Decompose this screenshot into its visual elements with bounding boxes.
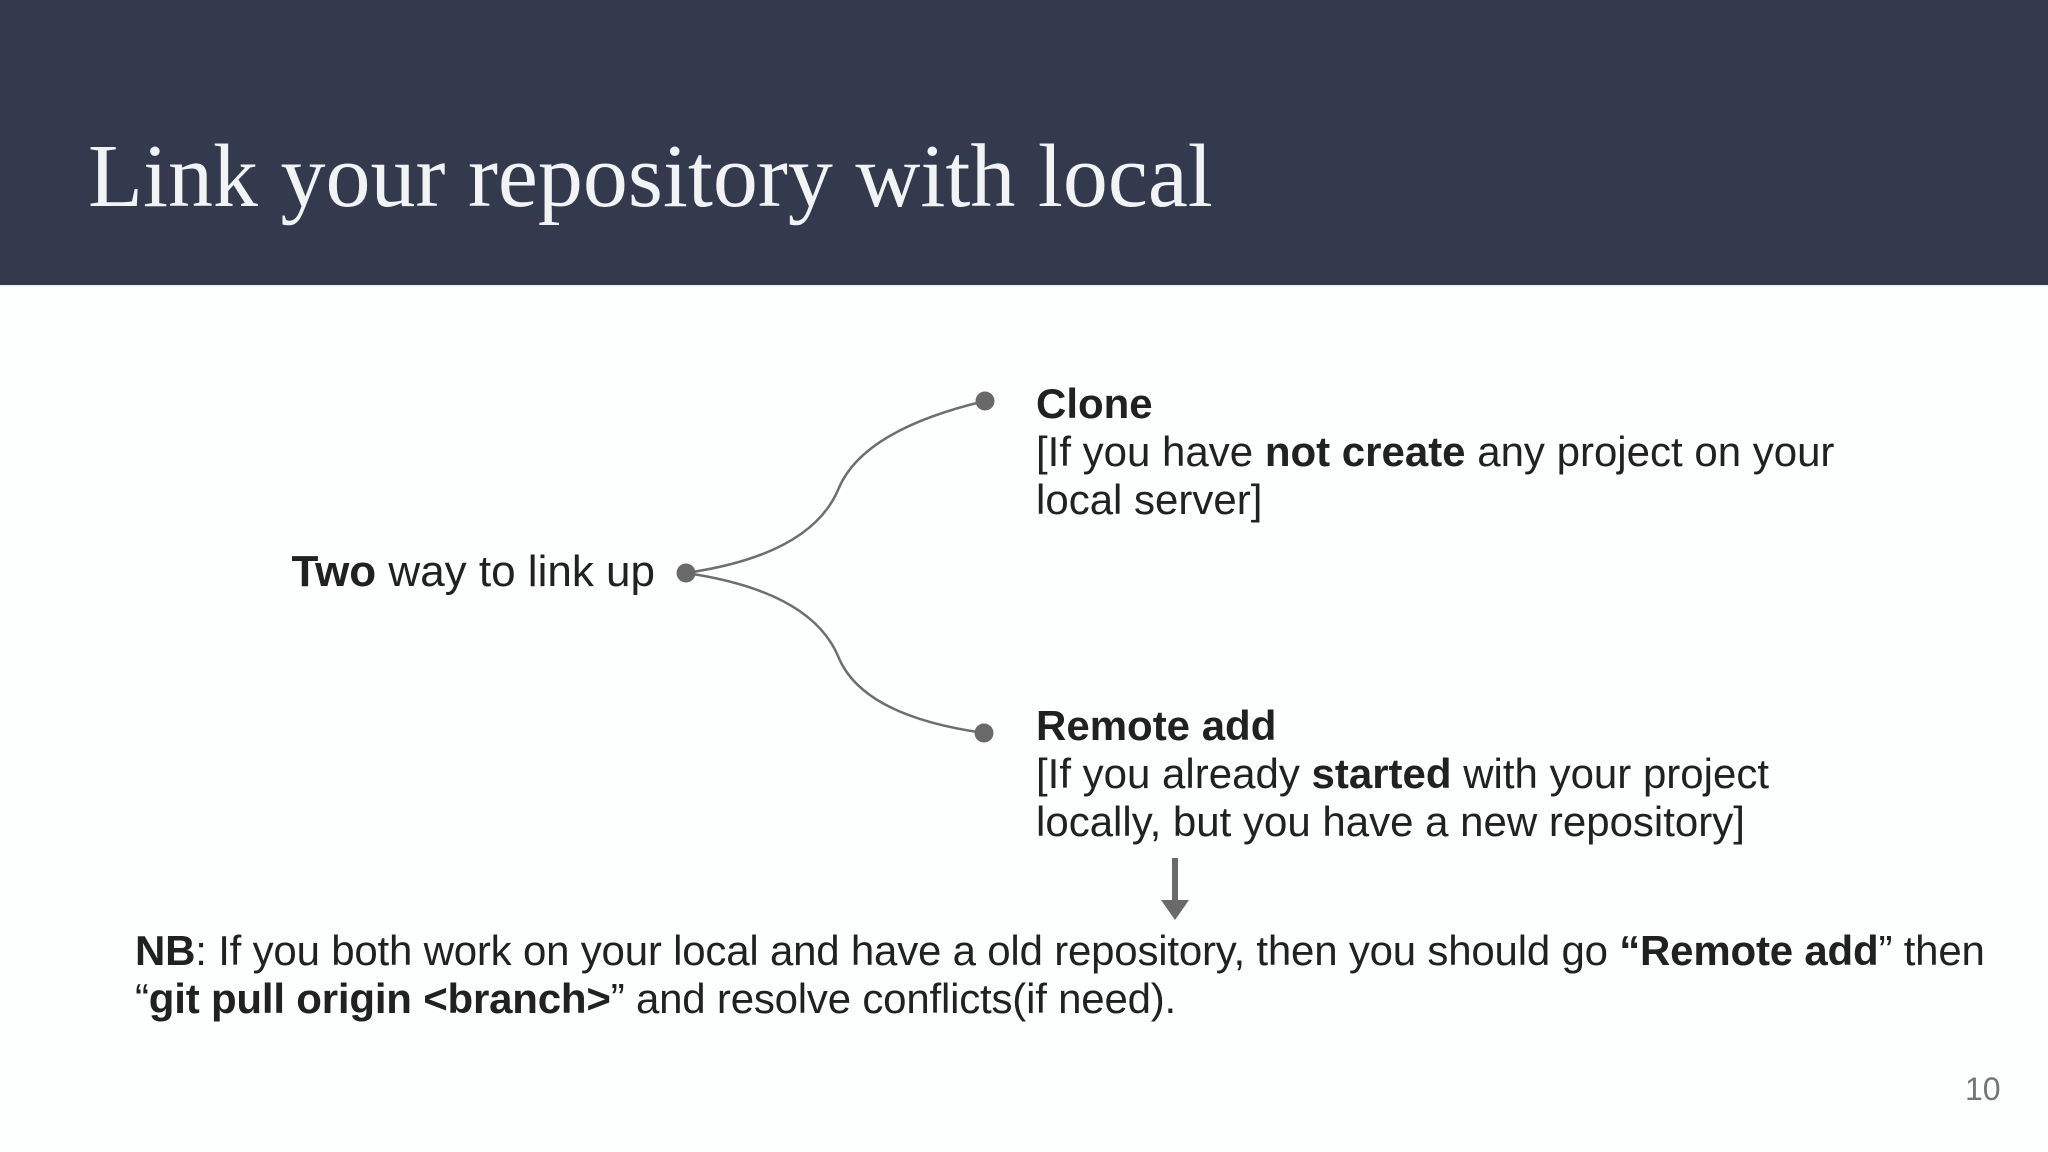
text-segment: with your project xyxy=(1451,750,1770,797)
clone-desc-line1: [If you have not create any project on y… xyxy=(1036,428,1834,476)
remote-heading: Remote add xyxy=(1036,702,1277,749)
page-number: 10 xyxy=(1965,1071,2001,1107)
text-segment: any project on your xyxy=(1465,428,1835,475)
text-segment: : If you both work on your local and hav… xyxy=(195,927,1620,974)
text-segment: Two xyxy=(291,547,377,596)
note-text: NB: If you both work on your local and h… xyxy=(135,927,1985,1023)
text-segment: started xyxy=(1311,750,1452,797)
remote-node-dot xyxy=(974,723,994,743)
clone-desc-line2: local server] xyxy=(1036,476,1263,523)
clone-heading: Clone xyxy=(1036,380,1153,427)
clone-branch-text: Clone [If you have not create any projec… xyxy=(1036,380,1834,524)
branch-curve-bottom xyxy=(685,571,985,735)
text-segment: ” then xyxy=(1878,927,1985,974)
text-segment: way to link up xyxy=(376,547,655,596)
remote-branch-text: Remote add [If you already started with … xyxy=(1036,702,1769,846)
remote-desc-line1: [If you already started with your projec… xyxy=(1036,750,1769,798)
remote-desc-line2: locally, but you have a new repository] xyxy=(1036,798,1745,845)
clone-node-dot xyxy=(975,391,995,411)
page-title: Link your repository with local xyxy=(88,127,1213,226)
note-line1: NB: If you both work on your local and h… xyxy=(135,927,1985,975)
root-node-label: Two way to link up xyxy=(291,547,655,597)
note-line2: “git pull origin <branch>” and resolve c… xyxy=(135,975,1985,1023)
text-segment: [If you have xyxy=(1036,428,1265,475)
slide-header: Link your repository with local xyxy=(0,0,2048,287)
text-segment: NB xyxy=(135,927,196,974)
text-segment: [If you already xyxy=(1036,750,1312,797)
text-segment: git pull origin <branch> xyxy=(148,975,611,1022)
text-segment: “Remote add xyxy=(1619,927,1879,974)
branch-curve-top xyxy=(685,399,986,575)
down-arrow-icon xyxy=(1161,858,1189,920)
text-segment: not create xyxy=(1264,428,1466,475)
text-segment: “ xyxy=(135,975,149,1022)
text-segment: ” and resolve conflicts(if need). xyxy=(610,975,1177,1022)
root-node-dot xyxy=(676,563,696,583)
